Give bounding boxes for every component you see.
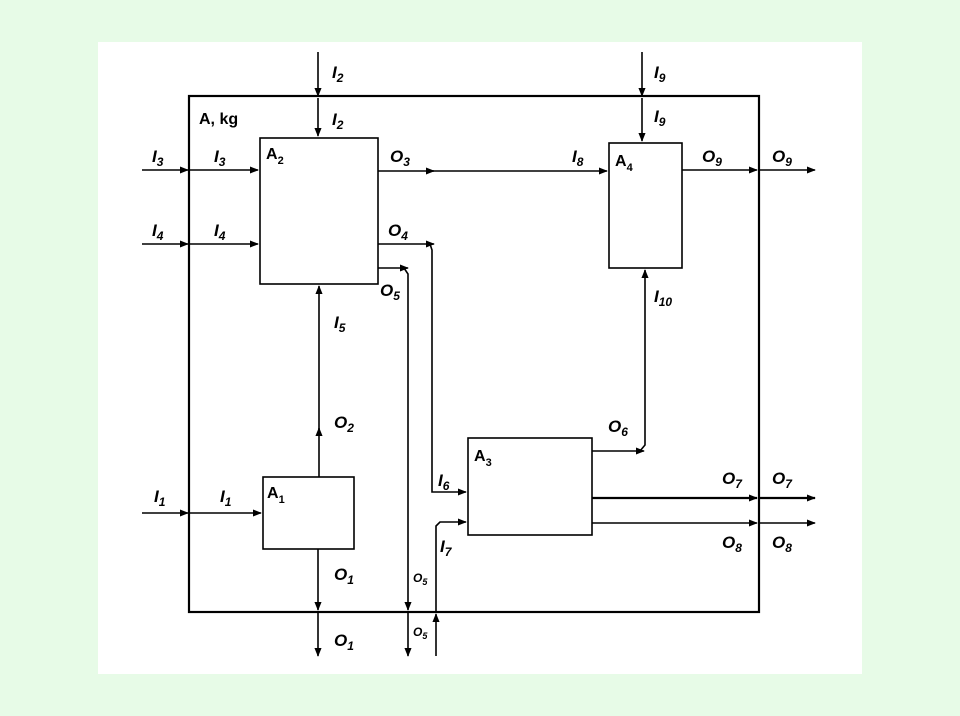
label-i7: I7	[440, 537, 453, 559]
label-o1-internal: O1	[334, 565, 354, 587]
block-a4	[608, 142, 683, 269]
label-o8-internal: O8	[722, 533, 742, 555]
block-a3-label: A3	[474, 448, 492, 469]
label-i1-external: I1	[154, 487, 166, 509]
label-o7-internal: O7	[722, 469, 743, 491]
label-i9-external: I9	[654, 63, 666, 85]
diagram-canvas	[98, 42, 862, 674]
label-o5-bottom: O5	[413, 625, 428, 641]
label-i4-internal: I4	[214, 221, 226, 243]
label-i6: I6	[438, 471, 450, 493]
label-o4: O4	[388, 221, 408, 243]
block-a3	[467, 437, 593, 536]
label-o9-internal: O9	[702, 147, 722, 169]
label-i3-internal: I3	[214, 147, 226, 169]
system-label: A, kg	[199, 111, 238, 128]
flow-i7-internal	[435, 518, 467, 612]
label-i4-external: I4	[152, 221, 164, 243]
label-o3: O3	[390, 147, 410, 169]
label-o2: O2	[334, 413, 354, 435]
flow-i6	[429, 243, 467, 496]
block-a1	[262, 476, 355, 550]
label-i8: I8	[572, 147, 584, 169]
label-i5: I5	[334, 313, 346, 335]
block-a2	[259, 137, 379, 285]
flow-o5-internal	[403, 267, 412, 611]
label-i2-external: I2	[332, 63, 344, 85]
label-o1-external: O1	[334, 631, 354, 653]
label-o7-external: O7	[772, 469, 793, 491]
flow-i10	[639, 269, 649, 452]
system-boundary	[187, 94, 761, 614]
flow-labels: I2 I2 I9 I9 I3 I3 I4 I4 O3 I8 O9 O9 O4 O…	[152, 63, 793, 653]
label-o9-external: O9	[772, 147, 792, 169]
label-o8-external: O8	[772, 533, 792, 555]
label-o5-top: O5	[380, 281, 400, 303]
block-a2-label: A2	[266, 146, 284, 167]
label-i10: I10	[654, 287, 672, 309]
label-o5-mid: O5	[413, 571, 428, 587]
label-i9-internal: I9	[654, 107, 666, 129]
label-i1-internal: I1	[220, 487, 232, 509]
block-a1-label: A1	[267, 485, 285, 506]
block-a4-label: A4	[615, 153, 634, 174]
label-o6: O6	[608, 417, 628, 439]
flow-lines	[142, 52, 816, 657]
label-i3-external: I3	[152, 147, 164, 169]
label-i2-internal: I2	[332, 110, 344, 132]
